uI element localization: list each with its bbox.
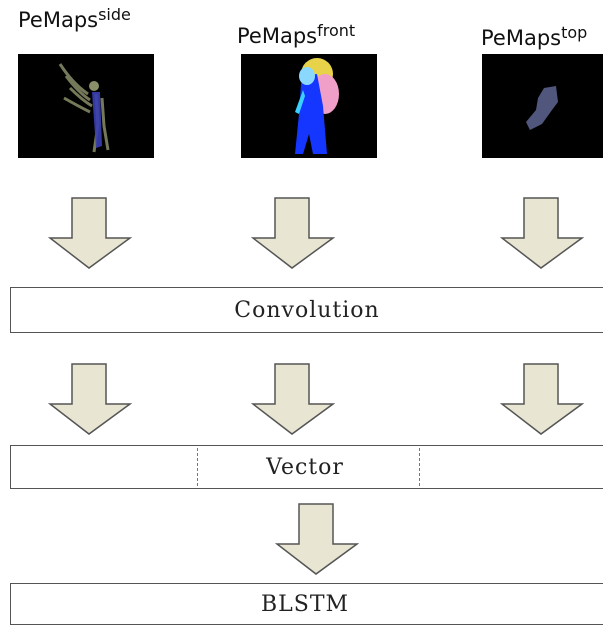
pemaps-side-base: PeMaps: [18, 8, 99, 32]
blstm-box: BLSTM: [10, 583, 603, 625]
pemaps-top-label: PeMapstop: [481, 23, 588, 50]
vector-segment-divider-left: [197, 448, 198, 486]
pemaps-top-sup: top: [561, 23, 588, 42]
pemaps-front-base: PeMaps: [237, 24, 318, 48]
pemaps-side-image: [18, 54, 154, 158]
vector-label: Vector: [266, 454, 344, 480]
arrow-convolution-to-vector-right: [500, 363, 584, 435]
blstm-label: BLSTM: [260, 591, 350, 617]
arrow-vector-to-blstm: [275, 503, 359, 575]
arrow-side-to-convolution: [48, 197, 132, 269]
vector-box: Vector: [10, 445, 603, 489]
arrow-convolution-to-vector-left: [48, 363, 132, 435]
pemaps-front-image: [241, 54, 377, 158]
pemaps-front-label: PeMapsfront: [237, 21, 356, 48]
pemaps-front-sup: front: [317, 21, 356, 40]
vector-segment-divider-right: [419, 448, 420, 486]
arrow-top-to-convolution: [500, 197, 584, 269]
pemaps-top-image: [482, 54, 603, 158]
arrow-front-to-convolution: [251, 197, 335, 269]
pemaps-side-sup: side: [98, 5, 131, 24]
pemaps-top-base: PeMaps: [481, 26, 562, 50]
arrow-convolution-to-vector-center: [251, 363, 335, 435]
convolution-box: Convolution: [10, 287, 603, 333]
convolution-label: Convolution: [234, 297, 380, 323]
pemaps-side-label: PeMapsside: [18, 5, 131, 32]
